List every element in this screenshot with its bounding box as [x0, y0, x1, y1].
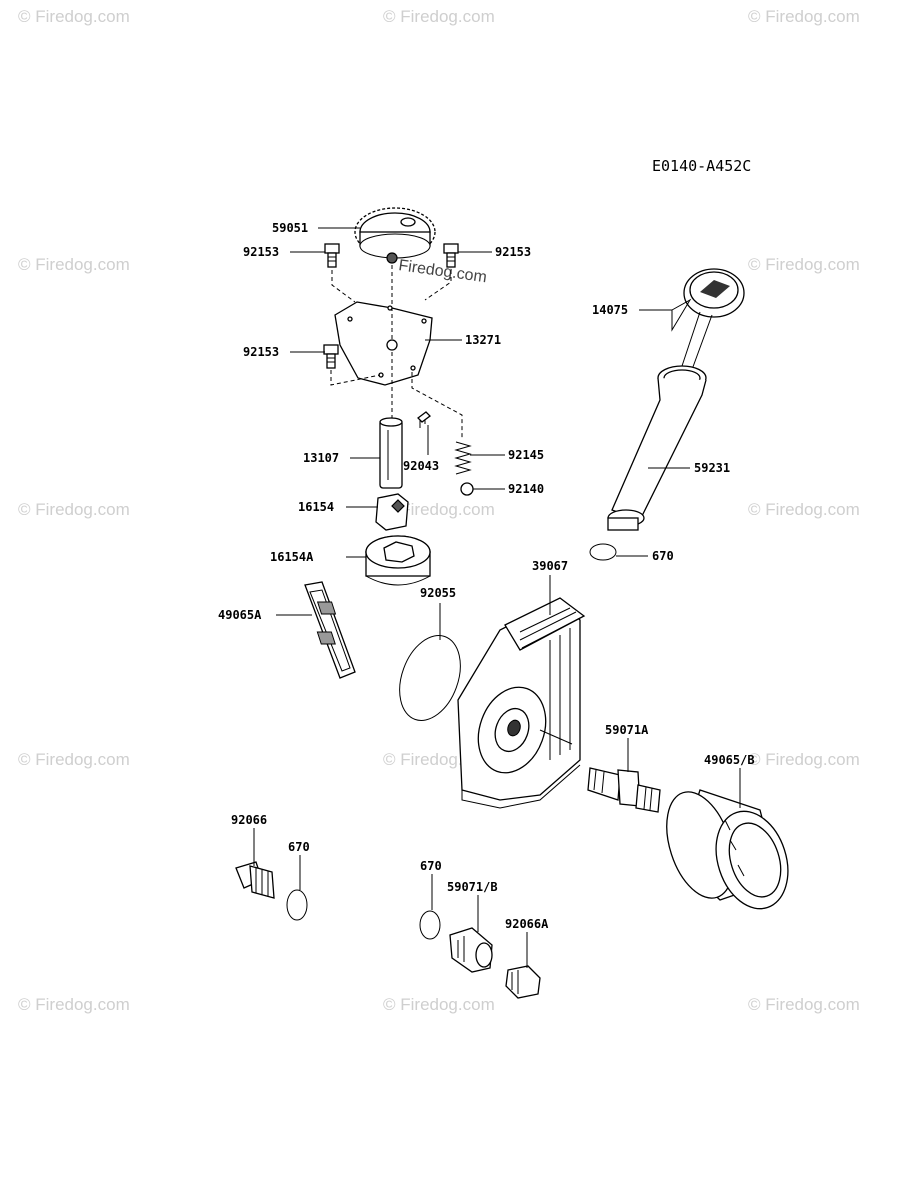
bolt-92153-lower[interactable]: [323, 344, 339, 369]
o-ring-92055[interactable]: [389, 627, 472, 729]
watermark: © Firedog.com: [383, 995, 495, 1014]
callout-49065-B[interactable]: 49065/B: [704, 753, 755, 767]
inner-rotor[interactable]: [375, 493, 409, 531]
filter-nipple-59071A[interactable]: [587, 767, 661, 813]
oil-strainer-screen[interactable]: [304, 581, 356, 679]
watermark: © Firedog.com: [18, 995, 130, 1014]
callout-59231[interactable]: 59231: [694, 461, 730, 475]
callout-49065A[interactable]: 49065A: [218, 608, 262, 622]
pump-shaft[interactable]: [379, 417, 403, 489]
watermark: © Firedog.com: [748, 255, 860, 274]
bolt-92153-right[interactable]: [443, 243, 459, 268]
callout-92140[interactable]: 92140: [508, 482, 544, 496]
watermark: © Firedog.com: [383, 7, 495, 26]
watermark: © Firedog.com: [18, 750, 130, 769]
oil-filler-tube[interactable]: [607, 365, 707, 531]
watermark: © Firedog.com: [748, 995, 860, 1014]
oil-filter-cartridge[interactable]: [654, 783, 799, 918]
relief-ball[interactable]: [460, 482, 474, 496]
callout-92043[interactable]: 92043: [403, 459, 439, 473]
pin-92043[interactable]: [417, 411, 431, 423]
callout-13107[interactable]: 13107: [303, 451, 339, 465]
callout-13271[interactable]: 13271: [465, 333, 501, 347]
callout-92066[interactable]: 92066: [231, 813, 267, 827]
callout-59071-B[interactable]: 59071/B: [447, 880, 498, 894]
callout-59051[interactable]: 59051: [272, 221, 308, 235]
diagram-code: E0140-A452C: [652, 157, 751, 175]
watermark: © Firedog.com: [748, 7, 860, 26]
oil-filter-housing[interactable]: [457, 597, 586, 809]
relief-spring[interactable]: [454, 441, 472, 475]
callout-labels: 59051 92153 92153 92153 13271 14075 1310…: [218, 221, 755, 931]
callout-670[interactable]: 670: [652, 549, 674, 563]
callout-92153[interactable]: 92153: [495, 245, 531, 259]
bolt-92153-left[interactable]: [324, 243, 340, 268]
callout-92055[interactable]: 92055: [420, 586, 456, 600]
assembly-lines: [330, 265, 463, 440]
callout-16154[interactable]: 16154: [298, 500, 334, 514]
drain-plug-92066A[interactable]: [505, 965, 541, 999]
callout-670[interactable]: 670: [288, 840, 310, 854]
callout-670[interactable]: 670: [420, 859, 442, 873]
outer-rotor[interactable]: [365, 535, 431, 586]
callout-92066A[interactable]: 92066A: [505, 917, 549, 931]
drain-plug-92066[interactable]: [235, 861, 275, 899]
callout-92145[interactable]: 92145: [508, 448, 544, 462]
callout-16154A[interactable]: 16154A: [270, 550, 314, 564]
watermark: © Firedog.com: [748, 750, 860, 769]
watermark: © Firedog.com: [18, 7, 130, 26]
o-ring-670-tube[interactable]: [589, 543, 617, 561]
pump-cover-plate[interactable]: [334, 301, 433, 386]
watermark: © Firedog.com: [383, 500, 495, 519]
oil-pump-gear[interactable]: [354, 207, 436, 264]
watermark: © Firedog.com: [18, 500, 130, 519]
callout-92153[interactable]: 92153: [243, 245, 279, 259]
callout-59071A[interactable]: 59071A: [605, 723, 649, 737]
oil-dipstick-cap[interactable]: [679, 268, 745, 376]
watermark: © Firedog.com: [748, 500, 860, 519]
callout-92153[interactable]: 92153: [243, 345, 279, 359]
watermark: © Firedog.com: [18, 255, 130, 274]
callout-14075[interactable]: 14075: [592, 303, 628, 317]
drain-fitting-59071B[interactable]: [449, 927, 493, 973]
leader-lines: [253, 227, 741, 968]
o-ring-670-fitting[interactable]: [419, 910, 441, 940]
watermark-center: Firedog.com: [397, 257, 487, 286]
o-ring-670-plug[interactable]: [286, 889, 308, 921]
callout-39067[interactable]: 39067: [532, 559, 568, 573]
